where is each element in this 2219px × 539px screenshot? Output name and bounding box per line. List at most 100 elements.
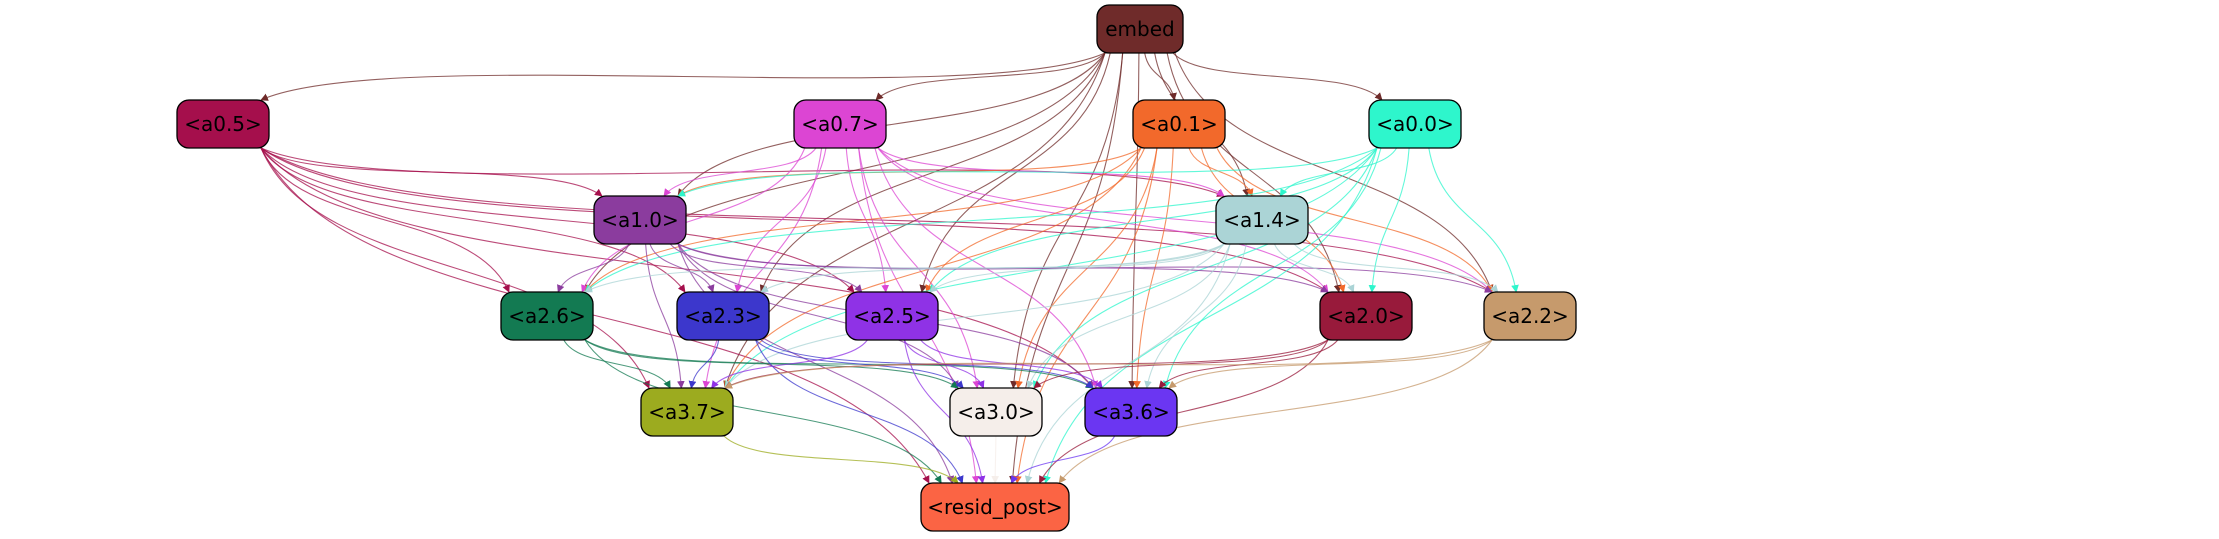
edge-a0_0-to-a2_0	[1368, 147, 1410, 293]
edge-embed-to-a1_0	[677, 52, 1106, 197]
edge-embed-to-a2_5	[919, 52, 1111, 293]
edge-a2_3-to-a3_0	[755, 339, 964, 389]
edge-a1_4-to-a2_3	[760, 243, 1225, 293]
node-box	[676, 291, 770, 341]
edge-a1_4-to-a3_7	[724, 243, 1225, 389]
node-label: <a0.0>	[1376, 112, 1454, 136]
node-label: <a0.1>	[1140, 112, 1218, 136]
edge-a1_0-to-a2_5	[669, 243, 863, 293]
node-label: <a3.0>	[957, 400, 1035, 424]
edge-a2_6-to-a3_6	[584, 339, 1094, 389]
node-a0-0[interactable]: <a0.0>	[1368, 99, 1462, 149]
edge-a0_1-to-a3_6	[1133, 147, 1174, 389]
node-box	[1215, 195, 1309, 245]
node-box	[1084, 387, 1178, 437]
node-a3-6[interactable]: <a3.6>	[1084, 387, 1178, 437]
edge-a2_2-to-a3_7	[724, 339, 1493, 389]
edge-a0_7-to-a2_0	[877, 147, 1329, 293]
node-label: <resid_post>	[927, 495, 1062, 519]
edge-a1_4-to-a2_6	[584, 243, 1225, 293]
edge-a0_0-to-a2_6	[584, 147, 1378, 293]
node-a2-3[interactable]: <a2.3>	[676, 291, 770, 341]
node-label: <a1.4>	[1223, 208, 1301, 232]
node-a2-6[interactable]: <a2.6>	[500, 291, 594, 341]
node-label: <a2.6>	[508, 304, 586, 328]
edge-a1_4-to-a3_0	[1026, 243, 1231, 389]
edge-a0_5-to-a3_6	[260, 147, 1094, 389]
node-a3-7[interactable]: <a3.7>	[640, 387, 734, 437]
edge-a2_6-to-a3_7	[563, 339, 671, 389]
node-box	[1483, 291, 1577, 341]
edge-a0_0-to-a2_5	[929, 147, 1378, 293]
edge-a1_4-to-a2_2	[1293, 243, 1499, 293]
edge-a1_0-to-a2_3	[649, 243, 715, 293]
edge-a0_5-to-a2_0	[260, 147, 1329, 293]
node-box	[1132, 99, 1226, 149]
edge-a2_2-to-a3_6	[1168, 339, 1493, 389]
node-label: <a2.3>	[684, 304, 762, 328]
edge-a0_1-to-a2_6	[584, 147, 1142, 293]
edge-a1_0-to-a3_0	[677, 243, 959, 389]
node-label: <a3.7>	[648, 400, 726, 424]
edge-a3_0-to-resid_post	[991, 435, 1000, 484]
edge-a3_6-to-resid_post	[1010, 435, 1116, 484]
edge-a2_3-to-a3_7	[688, 339, 720, 389]
edge-a1_0-to-a3_7	[645, 243, 685, 389]
edge-a0_7-to-a1_0	[663, 147, 817, 197]
edge-embed-to-a0_1	[1144, 52, 1177, 101]
edge-a1_0-to-a2_6	[557, 243, 630, 293]
node-embed[interactable]: embed	[1096, 4, 1184, 54]
edge-a0_1-to-a2_2	[1216, 147, 1493, 293]
edge-embed-to-a2_3	[759, 52, 1106, 293]
edge-a0_5-to-a2_2	[260, 147, 1493, 293]
edge-a0_7-to-a2_3	[734, 147, 827, 293]
edge-a0_1-to-a1_4	[1188, 147, 1254, 197]
node-a0-7[interactable]: <a0.7>	[793, 99, 887, 149]
node-box	[949, 387, 1043, 437]
edge-a3_7-to-resid_post	[723, 435, 959, 484]
edge-a0_5-to-resid_post	[260, 147, 930, 484]
edge-a1_4-to-a2_5	[929, 243, 1225, 293]
node-a2-2[interactable]: <a2.2>	[1483, 291, 1577, 341]
node-label: <a2.5>	[853, 304, 931, 328]
node-box	[1319, 291, 1413, 341]
node-label: embed	[1105, 17, 1174, 41]
node-label: <a0.7>	[801, 112, 879, 136]
node-box	[793, 99, 887, 149]
node-box	[593, 195, 687, 245]
node-box	[640, 387, 734, 437]
node-a1-0[interactable]: <a1.0>	[593, 195, 687, 245]
edge-embed-to-a2_0	[1166, 52, 1342, 293]
edge-a0_5-to-a2_5	[260, 147, 855, 293]
node-box	[845, 291, 939, 341]
edge-a0_5-to-a3_7	[260, 147, 650, 389]
edge-a2_3-to-resid_post	[755, 339, 964, 484]
edge-embed-to-a0_5	[260, 52, 1106, 101]
node-a1-4[interactable]: <a1.4>	[1215, 195, 1309, 245]
edge-embed-to-a3_0	[1010, 52, 1124, 389]
node-box	[1368, 99, 1462, 149]
node-label: <a3.6>	[1092, 400, 1170, 424]
edge-embed-to-a0_7	[875, 52, 1106, 101]
node-box	[176, 99, 270, 149]
edge-a0_0-to-a3_0	[1032, 147, 1378, 389]
node-label: <a1.0>	[601, 208, 679, 232]
edge-a2_5-to-a3_7	[711, 339, 868, 389]
node-layer: embed <a0.5> <a0.7> <a0.1> <a0.0> <a1.0> <a1.4…	[176, 4, 1577, 532]
edge-a0_7-to-a2_2	[877, 147, 1493, 293]
node-box	[500, 291, 594, 341]
edge-a0_0-to-a1_4	[1279, 147, 1398, 197]
node-a2-0[interactable]: <a2.0>	[1319, 291, 1413, 341]
edge-a1_4-to-a2_0	[1273, 243, 1355, 293]
node-resid-post[interactable]: <resid_post>	[920, 482, 1070, 532]
edge-a2_0-to-resid_post	[1039, 339, 1329, 484]
edge-a0_0-to-resid_post	[1043, 147, 1378, 484]
node-a0-5[interactable]: <a0.5>	[176, 99, 270, 149]
node-box	[920, 482, 1070, 532]
node-a2-5[interactable]: <a2.5>	[845, 291, 939, 341]
edge-a0_0-to-a1_0	[677, 147, 1378, 197]
edge-a2_2-to-resid_post	[1058, 339, 1493, 484]
node-label: <a2.0>	[1327, 304, 1405, 328]
node-a3-0[interactable]: <a3.0>	[949, 387, 1043, 437]
node-a0-1[interactable]: <a0.1>	[1132, 99, 1226, 149]
